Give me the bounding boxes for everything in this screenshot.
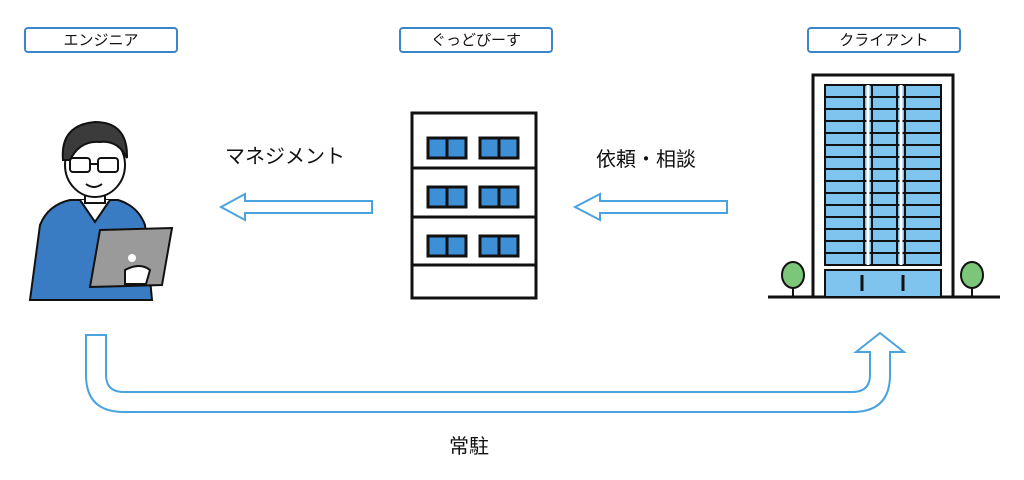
management-caption: マネジメント	[225, 144, 345, 168]
request-arrow	[572, 192, 728, 222]
company-label: ぐっどぴーす	[399, 27, 553, 53]
request-caption: 依頼・相談	[596, 147, 696, 171]
company-building	[410, 111, 538, 300]
tree-right	[960, 261, 984, 297]
onsite-caption: 常駐	[449, 434, 489, 458]
client-label: クライアント	[807, 27, 961, 53]
tree-left	[781, 261, 805, 297]
engineer-illustration	[28, 120, 174, 301]
engineer-label: エンジニア	[24, 27, 178, 53]
management-arrow	[218, 192, 373, 222]
onsite-arrow	[85, 331, 907, 413]
client-tower	[768, 73, 1000, 299]
